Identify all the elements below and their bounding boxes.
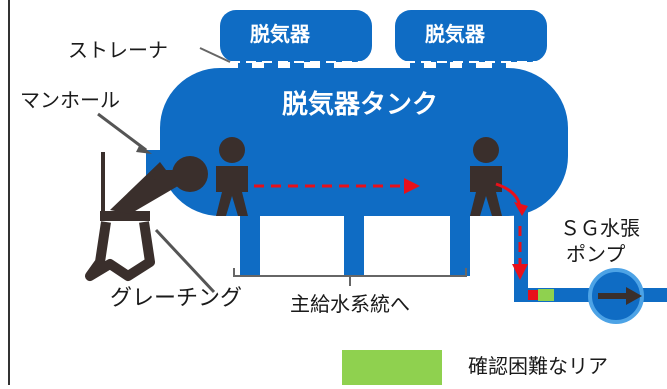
grating-stand (85, 211, 155, 281)
deaerator-label-2: 脱気器 (425, 22, 485, 46)
manhole-label: マンホール (20, 88, 120, 112)
person-crawling-icon (110, 156, 208, 214)
sg-pump-label-2: ポンプ (566, 242, 626, 266)
strainer-label: ストレーナ (68, 38, 168, 62)
pump-icon (588, 268, 644, 324)
main-feedwater-label: 主給水系統へ (290, 292, 410, 316)
arrow-icon (512, 264, 528, 280)
strainer-leader (199, 47, 231, 63)
tank-legs (240, 210, 470, 276)
grating-leader (154, 228, 216, 294)
deaerator-tank (160, 68, 568, 216)
person-icon (216, 137, 248, 216)
person-icon (470, 137, 502, 216)
legend-swatch (342, 350, 442, 385)
arrow-icon (514, 202, 528, 216)
deaerator-label-1: 脱気器 (250, 22, 310, 46)
red-marker (528, 290, 538, 300)
deaerator-unit-2 (395, 10, 547, 62)
hard-to-check-area (538, 289, 554, 301)
arrow-icon (404, 178, 420, 194)
deaerator-unit-1 (220, 10, 372, 62)
manhole-leader (97, 112, 147, 152)
tank-label: 脱気器タンク (282, 90, 439, 120)
arrow-icon (136, 144, 152, 154)
sg-pump-label-1: ＳＧ水張 (560, 216, 640, 240)
grating-label: グレーチング (110, 286, 243, 311)
legend-label: 確認困難なリア (468, 354, 608, 378)
